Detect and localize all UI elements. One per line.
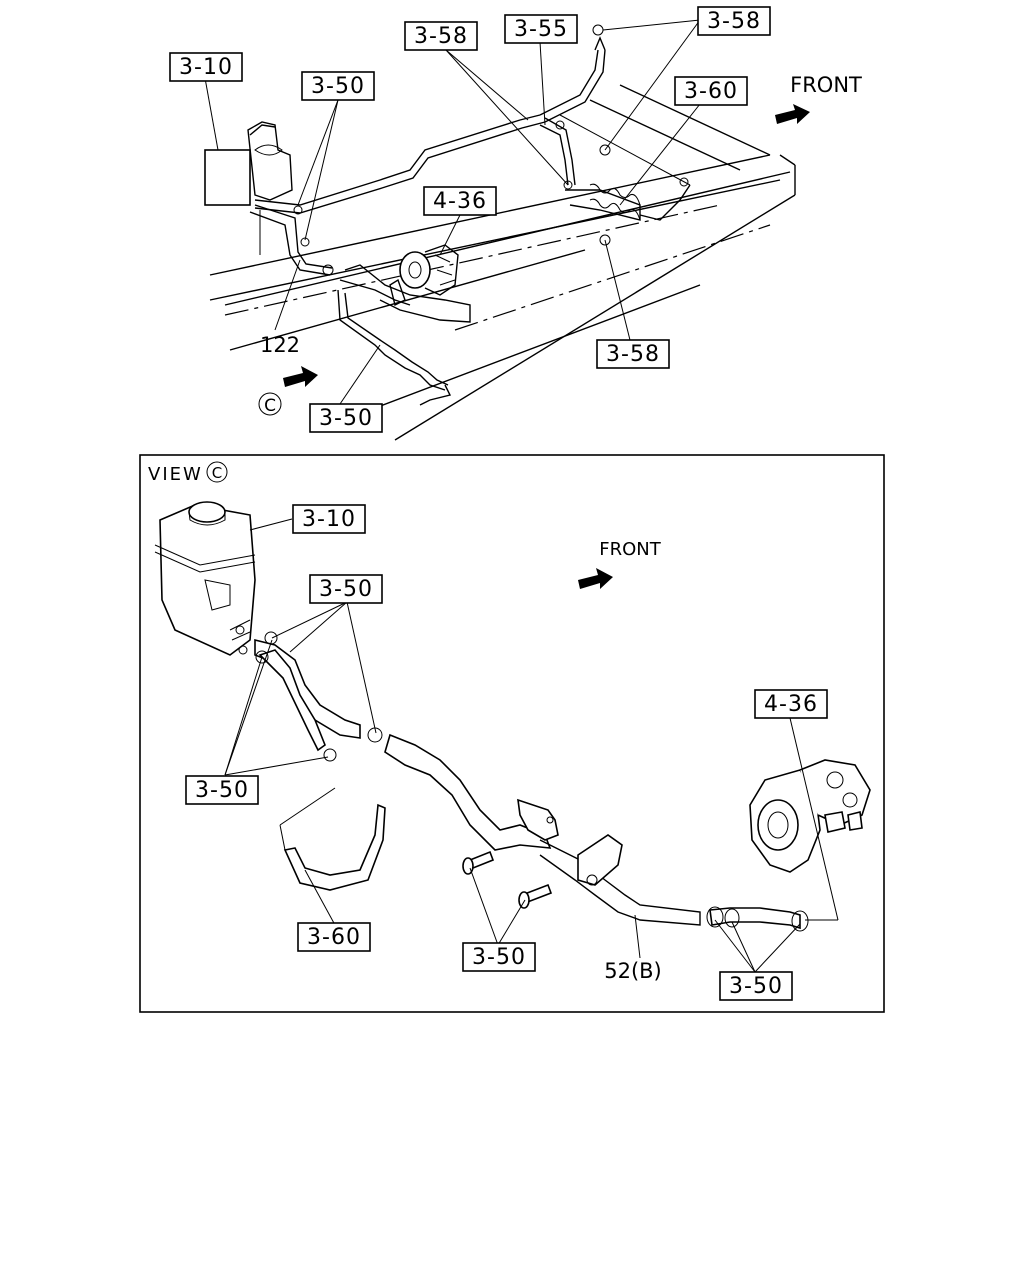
svg-text:3-50: 3-50 — [195, 778, 249, 803]
callout-cooler-detail: 3-60 — [297, 922, 371, 952]
callout-reservoir-detail: 3-10 — [292, 504, 366, 534]
svg-text:4-36: 4-36 — [764, 692, 818, 717]
svg-text:3-58: 3-58 — [606, 342, 660, 367]
svg-text:3-50: 3-50 — [472, 945, 526, 970]
pump-bracket-pipe — [339, 264, 471, 323]
svg-text:3-58: 3-58 — [707, 9, 761, 34]
svg-text:3-50: 3-50 — [311, 74, 365, 99]
pump-detail — [749, 759, 871, 873]
callout-clamps-top-detail: 3-50 — [309, 574, 383, 604]
oil-cooler-top — [565, 177, 691, 221]
front-arrow-icon-detail — [578, 568, 613, 589]
callout-pipe-upper-left: 3-58 — [404, 21, 478, 51]
front-label-detail: FRONT — [599, 539, 661, 560]
bolts-detail — [462, 850, 553, 909]
svg-text:3-60: 3-60 — [684, 79, 738, 104]
svg-text:3-50: 3-50 — [319, 406, 373, 431]
svg-text:3-60: 3-60 — [307, 925, 361, 950]
svg-text:3-50: 3-50 — [319, 577, 373, 602]
top-leader-lines — [204, 19, 701, 405]
svg-text:3-55: 3-55 — [514, 17, 568, 42]
callout-hose-lower: 3-50 — [309, 403, 383, 433]
svg-text:4-36: 4-36 — [433, 189, 487, 214]
svg-text:3-10: 3-10 — [302, 507, 356, 532]
callout-cooler-top: 3-60 — [674, 76, 748, 106]
detail-title: VIEW C — [148, 461, 228, 485]
circled-c-marker: C — [258, 392, 282, 416]
cooler-hose-detail — [279, 787, 386, 891]
part-number-122: 122 — [260, 333, 300, 357]
svg-text:3-10: 3-10 — [179, 55, 233, 80]
callout-reservoir-top: 3-10 — [169, 52, 243, 82]
svg-text:C: C — [264, 396, 276, 416]
view-arrow-icon — [283, 366, 318, 387]
callout-pump-top: 4-36 — [423, 186, 497, 216]
reservoir-detail — [154, 501, 256, 656]
front-label-top: FRONT — [790, 73, 862, 97]
reservoir-top — [204, 121, 293, 206]
top-overview: 3-10 3-50 3-58 3-55 3-58 3-60 4-36 3-58 — [169, 6, 862, 441]
pump-top — [399, 244, 459, 296]
detail-leader-lines — [224, 518, 839, 973]
suction-hose-detail — [706, 906, 809, 932]
callout-clamps-left-detail: 3-50 — [185, 775, 259, 805]
return-hose-left — [249, 204, 333, 276]
callout-pipe-upper-mid: 3-55 — [504, 14, 578, 44]
svg-text:C: C — [212, 464, 222, 482]
svg-text:3-50: 3-50 — [729, 974, 783, 999]
callout-pump-detail: 4-36 — [754, 689, 828, 719]
callout-bracket-lower: 3-58 — [596, 339, 670, 369]
callout-nut-upper-right: 3-58 — [697, 6, 771, 36]
callout-clamps-top: 3-50 — [301, 71, 375, 101]
svg-text:VIEW: VIEW — [148, 464, 203, 485]
frame-rails — [209, 84, 796, 441]
pressure-pipe — [254, 36, 606, 214]
brackets-detail — [517, 798, 623, 886]
callout-bolts-detail: 3-50 — [462, 942, 536, 972]
callout-clamps-right-detail: 3-50 — [719, 971, 793, 1001]
front-arrow-icon — [775, 104, 810, 124]
hose-label-52b: 52(B) — [604, 959, 662, 983]
detail-view-c: VIEW C — [139, 454, 885, 1013]
reservoir-hoses — [235, 625, 383, 762]
fittings — [322, 24, 611, 276]
svg-text:3-58: 3-58 — [414, 24, 468, 49]
return-hose-lower — [337, 289, 452, 406]
